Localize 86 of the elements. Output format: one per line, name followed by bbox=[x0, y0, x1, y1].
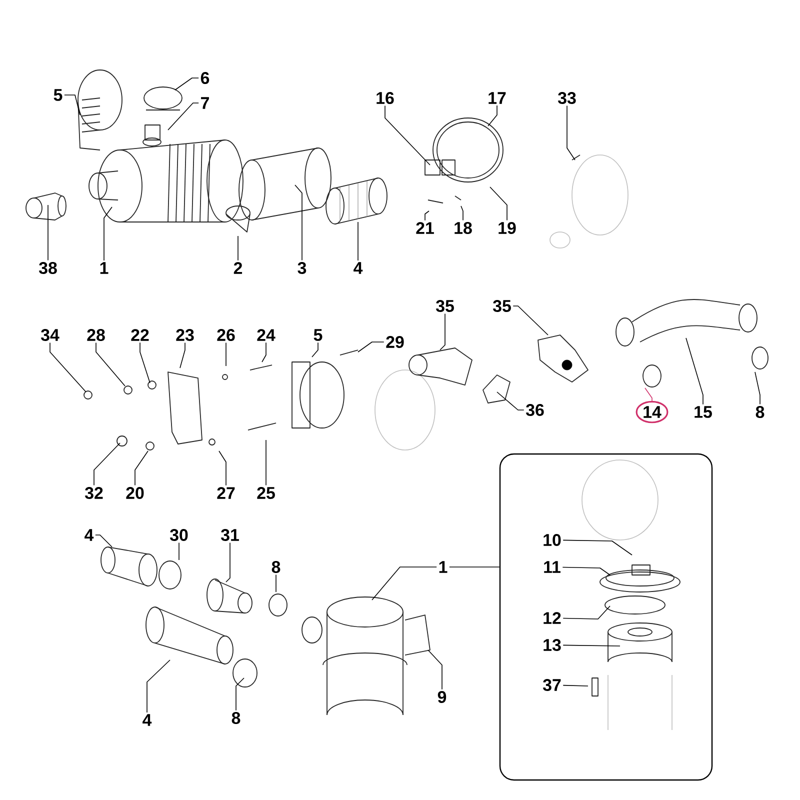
leader-line bbox=[95, 534, 112, 548]
leader-line bbox=[94, 442, 120, 486]
leader-line bbox=[566, 105, 576, 160]
callout-number: 5 bbox=[54, 89, 62, 101]
callout-number: 8 bbox=[272, 561, 280, 573]
leader-line bbox=[488, 105, 498, 126]
callout-number: 4 bbox=[84, 529, 94, 541]
callout-number: 34 bbox=[40, 329, 60, 341]
callout-number: 35 bbox=[436, 300, 454, 312]
leader-line bbox=[460, 206, 464, 221]
callout-number: 17 bbox=[488, 92, 506, 104]
leader-line bbox=[168, 102, 199, 130]
callout-number: 28 bbox=[87, 329, 105, 341]
callout-number: 2 bbox=[234, 262, 242, 274]
leader-line bbox=[372, 566, 437, 600]
callout-number: 13 bbox=[544, 639, 561, 652]
callout-number: 1 bbox=[439, 561, 448, 573]
leader-line bbox=[178, 542, 180, 560]
leader-line bbox=[134, 450, 148, 486]
callout-number: 8 bbox=[756, 406, 764, 418]
callout-number: 8 bbox=[232, 712, 240, 724]
callout-number: 10 bbox=[544, 534, 561, 546]
circled-callout-number: 14 bbox=[636, 400, 668, 424]
leader-line bbox=[146, 660, 170, 713]
leader-line bbox=[50, 342, 86, 392]
inset-frame bbox=[499, 453, 713, 781]
callout-number: 23 bbox=[176, 329, 194, 341]
callout-number: 15 bbox=[694, 406, 712, 418]
leader-line bbox=[424, 210, 430, 221]
leader-line bbox=[562, 606, 610, 620]
callout-number: 25 bbox=[257, 487, 275, 499]
leader-line bbox=[562, 644, 620, 646]
leader-line bbox=[140, 342, 150, 384]
callout-number: 21 bbox=[416, 222, 434, 234]
leader-line bbox=[562, 566, 610, 576]
leader-line bbox=[490, 186, 508, 221]
callout-number: 4 bbox=[142, 714, 152, 726]
callout-number: 3 bbox=[298, 262, 306, 274]
leader-line bbox=[96, 342, 126, 386]
leader-line bbox=[104, 206, 112, 261]
leader-line bbox=[226, 542, 230, 582]
callout-number: 16 bbox=[376, 92, 394, 104]
leader-line bbox=[64, 94, 80, 116]
leader-line bbox=[496, 392, 524, 410]
callout-number: 20 bbox=[126, 487, 144, 499]
callout-number: 30 bbox=[170, 529, 188, 541]
callout-number: 31 bbox=[220, 529, 239, 541]
leader-line bbox=[562, 540, 632, 556]
leader-line bbox=[754, 372, 760, 405]
leader-line bbox=[562, 684, 588, 686]
callout-number: 18 bbox=[454, 222, 472, 234]
leader-line bbox=[236, 678, 244, 711]
callout-number: 29 bbox=[386, 336, 404, 348]
leader-line bbox=[174, 78, 199, 90]
callout-number: 26 bbox=[217, 329, 235, 341]
callout-number: 35 bbox=[492, 300, 511, 312]
callout-number: 37 bbox=[542, 679, 561, 692]
leader-line bbox=[449, 566, 500, 568]
leader-line bbox=[262, 342, 266, 362]
leader-line bbox=[440, 313, 446, 350]
leader-line bbox=[384, 105, 430, 166]
callout-number: 1 bbox=[100, 262, 108, 274]
leader-line bbox=[180, 342, 186, 368]
callout-number: 32 bbox=[84, 487, 103, 499]
callout-number: 36 bbox=[526, 404, 544, 416]
callout-number: 19 bbox=[498, 222, 516, 234]
leader-line bbox=[686, 338, 704, 405]
callout-number: 5 bbox=[314, 329, 322, 341]
callout-number: 24 bbox=[257, 329, 276, 341]
leader-line bbox=[428, 650, 442, 690]
callout-number: 7 bbox=[201, 97, 209, 109]
leader-line bbox=[312, 342, 318, 358]
callout-number: 6 bbox=[200, 72, 210, 84]
callout-number: 33 bbox=[558, 92, 576, 104]
callout-number: 11 bbox=[544, 561, 560, 573]
callout-number: 38 bbox=[38, 262, 57, 274]
leader-line bbox=[358, 342, 384, 352]
callout-number: 22 bbox=[131, 329, 149, 341]
callout-number: 9 bbox=[438, 691, 446, 703]
callout-number: 27 bbox=[217, 487, 235, 499]
leader-line bbox=[294, 184, 302, 261]
callout-number: 12 bbox=[544, 612, 561, 624]
callout-number: 4 bbox=[354, 262, 363, 274]
leader-line bbox=[512, 306, 548, 336]
leader-line bbox=[644, 388, 652, 402]
leader-line bbox=[218, 450, 226, 486]
